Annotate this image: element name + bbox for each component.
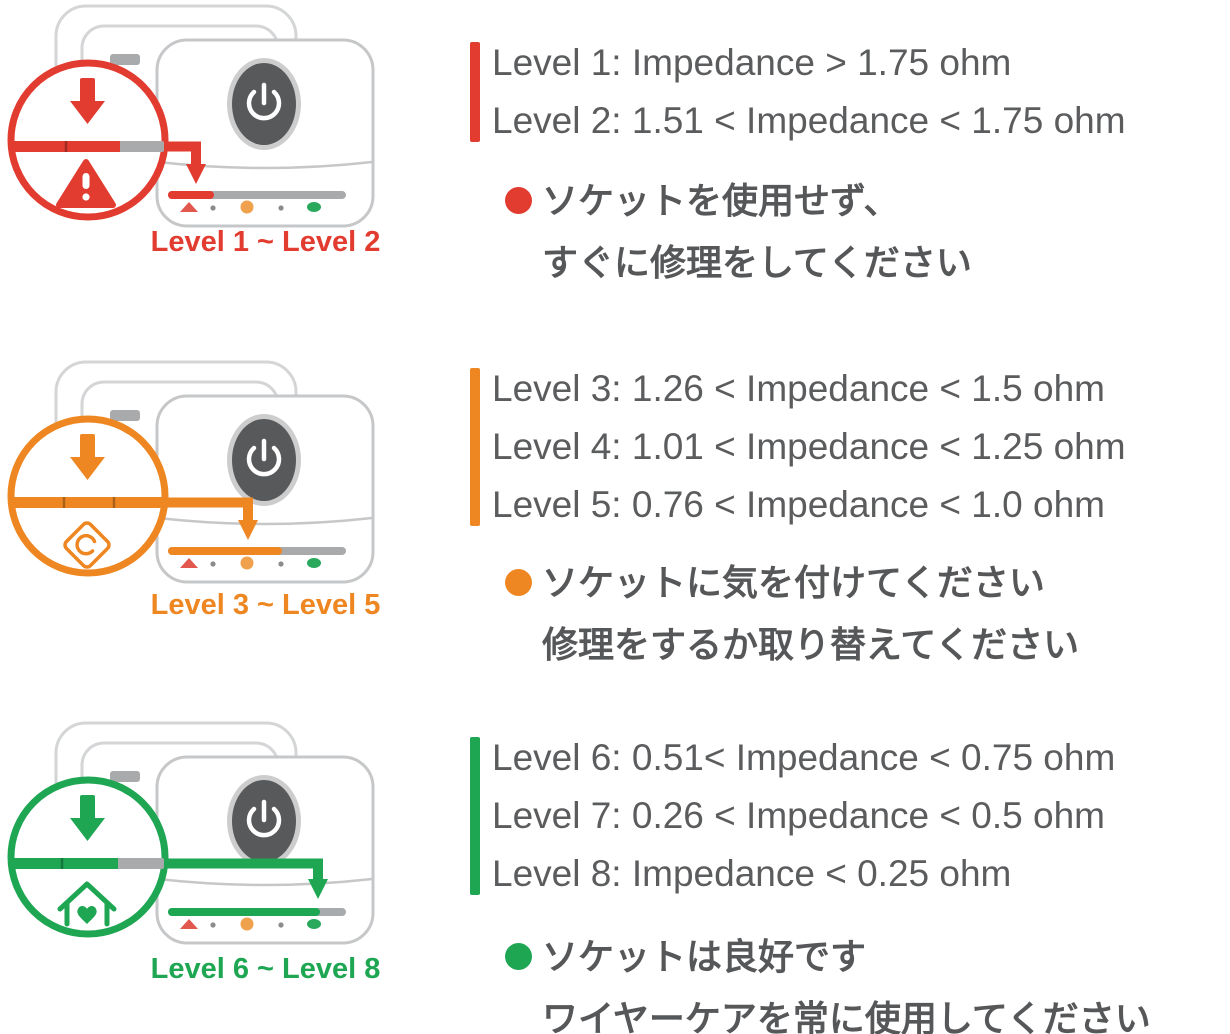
led-good-icon	[307, 558, 321, 568]
led-alert-icon	[180, 919, 198, 929]
level-section-good: Level 6 ~ Level 8 Level 6: 0.51< Impedan…	[0, 717, 1230, 1034]
led-dot-icon	[210, 205, 216, 211]
bullet-dot-icon	[505, 943, 532, 970]
level-definitions: Level 1: Impedance > 1.75 ohm Level 2: 1…	[468, 34, 1126, 150]
level-definitions: Level 3: 1.26 < Impedance < 1.5 ohm Leve…	[468, 360, 1126, 534]
service-diamond-icon	[63, 521, 111, 569]
bullet-dot-icon	[505, 187, 532, 214]
led-row	[180, 917, 321, 931]
led-dot-icon	[210, 561, 216, 567]
advice-text: 修理をするか取り替えてください	[542, 624, 1080, 665]
level-definition: Level 8: Impedance < 0.25 ohm	[492, 853, 1012, 894]
device-front	[155, 394, 375, 584]
indicator-strip-fill	[168, 908, 320, 916]
device-illustration-critical: Level 1 ~ Level 2	[0, 0, 470, 280]
device-diagram	[7, 360, 375, 584]
led-good-icon	[307, 202, 321, 212]
level-range-caption: Level 6 ~ Level 8	[150, 953, 381, 985]
advice-block: ソケットを使用せず、 すぐに修理をしてください	[505, 170, 972, 294]
level-section-critical: Level 1 ~ Level 2 Level 1: Impedance > 1…	[0, 0, 1230, 330]
device-front	[155, 38, 375, 228]
led-dot-icon	[278, 922, 284, 928]
led-alert-icon	[180, 202, 198, 212]
vent-slot	[110, 410, 140, 421]
led-alert-icon	[180, 558, 198, 568]
device-diagram	[7, 4, 375, 228]
led-caution-icon	[240, 917, 254, 931]
led-row	[180, 200, 321, 214]
indicator-strip-fill	[168, 547, 282, 555]
house-heart-icon	[57, 881, 117, 927]
level-definition: Level 7: 0.26 < Impedance < 0.5 ohm	[492, 795, 1105, 836]
power-button-icon	[227, 775, 301, 867]
advice-text: ソケットに気を付けてください	[542, 562, 1045, 603]
accent-bar	[470, 368, 480, 526]
level-range-caption: Level 3 ~ Level 5	[150, 589, 381, 621]
elbow-arrow-icon	[165, 858, 328, 899]
level-definition: Level 5: 0.76 < Impedance < 1.0 ohm	[492, 484, 1105, 525]
down-arrow-icon	[70, 434, 105, 480]
level-definition: Level 6: 0.51< Impedance < 0.75 ohm	[492, 737, 1116, 778]
accent-bar	[470, 737, 480, 895]
elbow-arrow-icon	[165, 141, 206, 184]
led-dot-icon	[278, 561, 284, 567]
down-arrow-icon	[70, 78, 105, 124]
device-illustration-good: Level 6 ~ Level 8	[0, 717, 470, 997]
level-definitions: Level 6: 0.51< Impedance < 0.75 ohm Leve…	[468, 729, 1115, 903]
down-arrow-icon	[70, 795, 105, 841]
led-caution-icon	[240, 556, 254, 570]
led-row	[180, 556, 321, 570]
zoomed-strip-fill	[12, 141, 120, 152]
led-good-icon	[307, 919, 321, 929]
magnifier-circle	[7, 415, 169, 577]
advice-text: すぐに修理をしてください	[542, 242, 972, 283]
led-dot-icon	[210, 922, 216, 928]
vent-slot	[110, 54, 140, 65]
bullet-dot-icon	[505, 569, 532, 596]
magnifier-circle	[7, 59, 169, 221]
level-definition: Level 4: 1.01 < Impedance < 1.25 ohm	[492, 426, 1126, 467]
level-definition: Level 2: 1.51 < Impedance < 1.75 ohm	[492, 100, 1126, 141]
device-front	[155, 755, 375, 945]
indicator-strip-fill	[168, 191, 214, 199]
magnifier-circle	[7, 776, 169, 938]
warning-triangle-icon	[56, 159, 116, 208]
level-definition: Level 3: 1.26 < Impedance < 1.5 ohm	[492, 368, 1105, 409]
advice-text: ソケットを使用せず、	[542, 180, 900, 221]
power-button-icon	[227, 58, 301, 150]
led-caution-icon	[240, 200, 254, 214]
zoomed-strip-fill	[12, 497, 164, 508]
vent-slot	[110, 771, 140, 782]
device-diagram	[7, 721, 375, 945]
advice-text: ソケットは良好です	[542, 936, 867, 977]
level-section-warning: Level 3 ~ Level 5 Level 3: 1.26 < Impeda…	[0, 356, 1230, 686]
level-definition: Level 1: Impedance > 1.75 ohm	[492, 42, 1012, 83]
accent-bar	[470, 42, 480, 142]
led-dot-icon	[278, 205, 284, 211]
advice-block: ソケットに気を付けてください 修理をするか取り替えてください	[505, 552, 1079, 676]
advice-block: ソケットは良好です ワイヤーケアを常に使用してください	[505, 926, 1151, 1034]
elbow-arrow-icon	[165, 497, 258, 540]
advice-text: ワイヤーケアを常に使用してください	[542, 998, 1151, 1034]
level-range-caption: Level 1 ~ Level 2	[150, 226, 381, 258]
zoomed-strip-fill	[12, 858, 118, 869]
power-button-icon	[227, 414, 301, 506]
device-illustration-warning: Level 3 ~ Level 5	[0, 356, 470, 636]
